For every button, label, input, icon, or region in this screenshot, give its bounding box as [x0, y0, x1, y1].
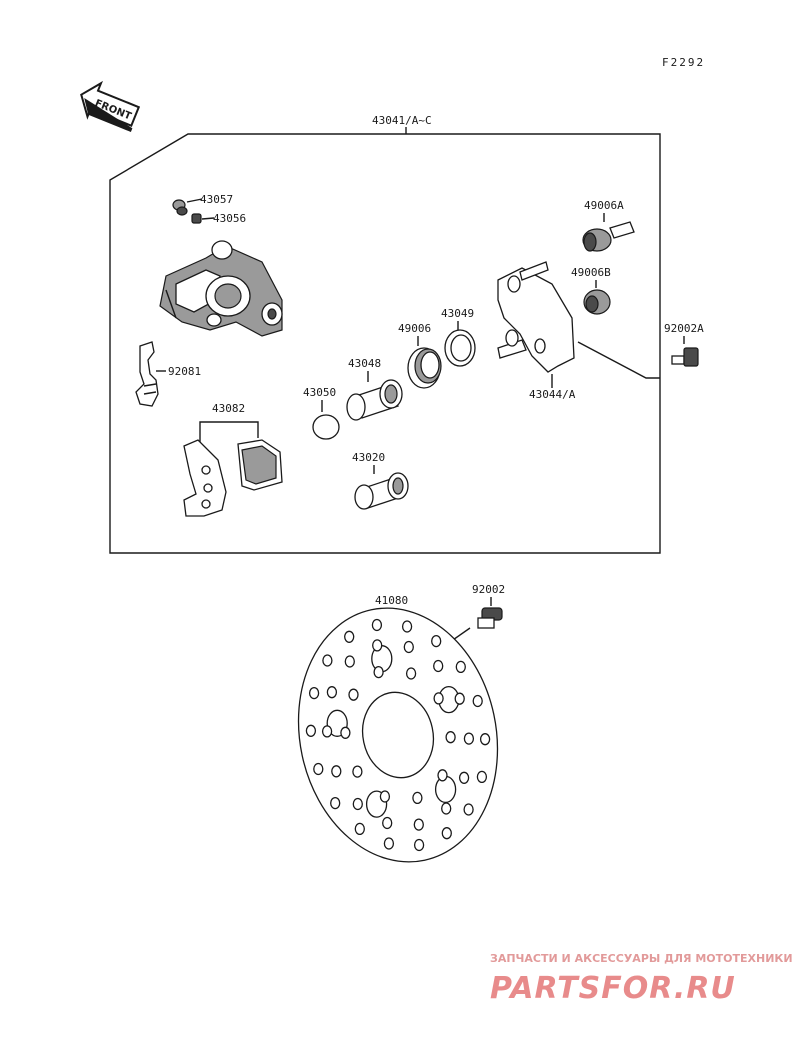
disc-small-hole [413, 818, 424, 831]
disc-small-hole [455, 660, 466, 674]
disc-small-hole [412, 791, 423, 805]
label-pin-boot-a: 49006A [584, 199, 624, 212]
label-bleeder-valve: 43056 [213, 212, 246, 225]
disc-small-hole [326, 686, 338, 699]
disc-small-hole [344, 655, 355, 668]
disc-small-hole [330, 796, 341, 810]
label-pad-set: 43082 [212, 402, 245, 415]
disc-small-hole [382, 816, 393, 830]
disc-large-hole [434, 775, 457, 804]
disc-small-hole [441, 827, 452, 840]
piston-boot-icon [312, 414, 340, 440]
label-pad-spring: 92081 [168, 365, 201, 378]
watermark: ЗАПЧАСТИ И АКСЕССУАРЫ ДЛЯ МОТОТЕХНИКИ PA… [490, 952, 793, 1006]
disc-small-hole [458, 771, 470, 784]
disc-small-hole [308, 686, 320, 700]
disc-small-hole [383, 837, 395, 850]
disc-small-hole [352, 797, 363, 811]
label-piston-boot: 43050 [303, 386, 336, 399]
piston-large-icon [346, 379, 403, 421]
pad-spring-icon [135, 341, 159, 407]
bleeder-valve-icon [191, 213, 202, 224]
label-caliper-assembly: 43041/A~C [372, 114, 432, 127]
disc-small-hole [340, 726, 351, 739]
disc-small-hole [371, 618, 383, 632]
watermark-subtitle: ЗАПЧАСТИ И АКСЕССУАРЫ ДЛЯ МОТОТЕХНИКИ [490, 952, 793, 965]
pin-boot-a-icon [582, 221, 635, 252]
brake-disc-icon [297, 607, 499, 863]
front-arrow-icon: FRONT [80, 80, 141, 133]
disc-small-hole [352, 765, 363, 778]
disc-small-hole [463, 732, 475, 745]
label-bolt-a: 92002A [664, 322, 704, 335]
disc-small-hole [401, 620, 413, 633]
disc-small-hole [445, 731, 456, 744]
disc-small-hole [372, 639, 383, 652]
disc-small-hole [433, 692, 444, 705]
disc-small-hole [441, 802, 452, 815]
disc-small-hole [479, 733, 491, 746]
label-bleeder-cap: 43057 [200, 193, 233, 206]
bleeder-cap-icon [172, 199, 188, 216]
label-disc-bolt: 92002 [472, 583, 505, 596]
caliper-holder-icon [497, 261, 575, 373]
disc-small-hole [431, 634, 442, 648]
label-disc: 41080 [375, 594, 408, 607]
pin-boot-b-icon [583, 289, 611, 315]
label-pin-boot-b: 49006B [571, 266, 611, 279]
disc-small-hole [373, 665, 384, 679]
caliper-assembly-frame [109, 127, 661, 554]
disc-small-hole [331, 765, 342, 778]
disc-bolt-icon [477, 607, 503, 629]
label-holder: 43044/A [529, 388, 576, 401]
dust-seal-icon [407, 347, 442, 389]
disc-small-hole [463, 803, 474, 816]
watermark-brand: PARTSFOR.RU [490, 971, 736, 1006]
disc-small-hole [403, 640, 414, 654]
disc-small-hole [405, 667, 417, 680]
piston-seal-icon [444, 329, 476, 367]
disc-small-hole [354, 822, 365, 836]
disc-small-hole [472, 694, 483, 708]
disc-small-hole [413, 838, 425, 852]
label-piston-small: 43020 [352, 451, 385, 464]
disc-small-hole [313, 762, 324, 776]
label-piston-seal: 43049 [441, 307, 474, 320]
label-dust-seal: 49006 [398, 322, 431, 335]
label-piston-large: 43048 [348, 357, 381, 370]
disc-small-hole [344, 630, 355, 643]
bolt-a-icon [671, 347, 699, 367]
piston-small-icon [354, 472, 409, 510]
disc-small-hole [476, 770, 488, 784]
disc-small-hole [305, 724, 317, 737]
brake-pad-inner-icon [237, 439, 283, 491]
disc-small-hole [322, 654, 333, 667]
figure-code: F2292 [662, 56, 705, 69]
disc-small-hole [321, 725, 333, 738]
disc-small-hole [437, 769, 448, 782]
disc-small-hole [433, 659, 444, 673]
disc-small-hole [348, 688, 359, 701]
caliper-body-icon [159, 240, 283, 337]
disc-small-hole [379, 790, 391, 803]
disc-small-hole [454, 692, 465, 705]
brake-pad-outer-icon [183, 439, 227, 517]
